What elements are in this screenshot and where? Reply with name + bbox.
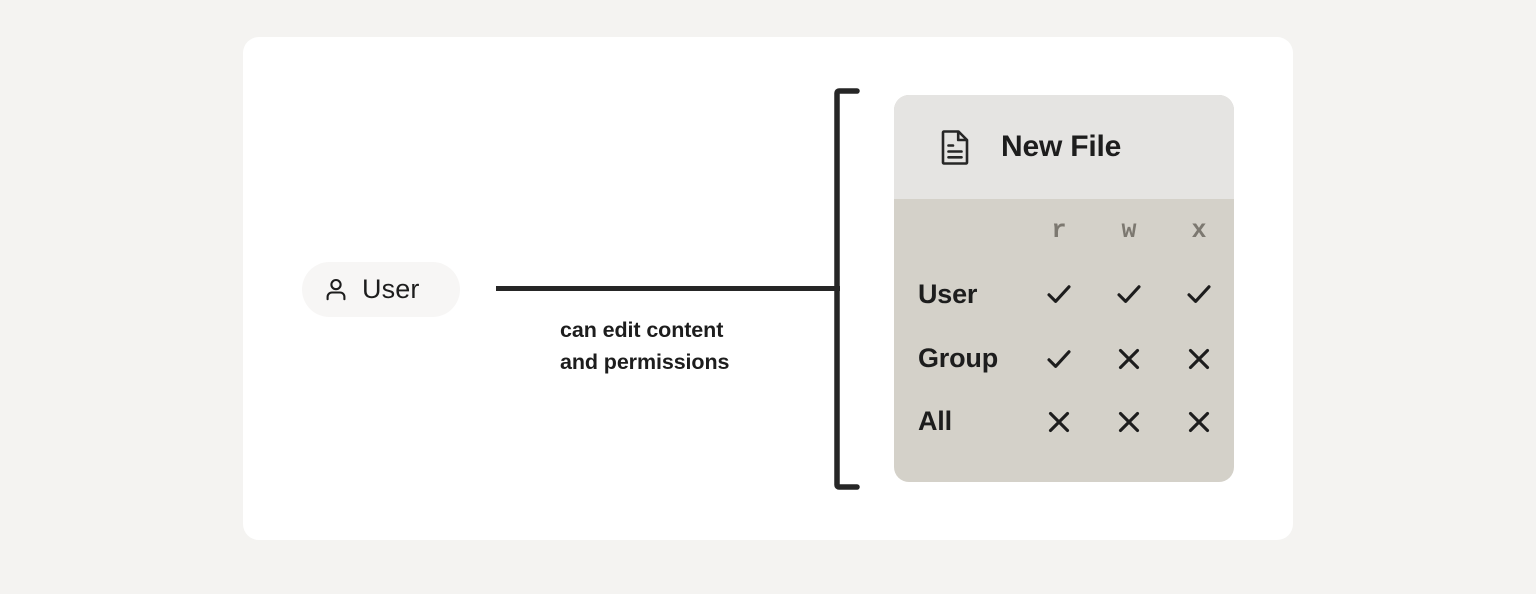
file-card-header: New File (894, 95, 1234, 199)
bracket-connector (830, 88, 862, 490)
permissions-row: Group (894, 327, 1234, 390)
edge-label: can edit content and permissions (560, 315, 880, 379)
edge-label-line-2: and permissions (560, 349, 730, 374)
cross-icon-execute[interactable] (1164, 327, 1234, 390)
person-icon (323, 277, 349, 303)
document-icon (936, 128, 974, 166)
cross-icon-read[interactable] (1024, 390, 1094, 453)
cross-icon-write[interactable] (1094, 327, 1164, 390)
column-header-execute: x (1191, 215, 1207, 245)
node-user[interactable]: User (302, 262, 460, 317)
node-user-label: User (362, 274, 420, 304)
check-icon-execute[interactable] (1164, 261, 1234, 327)
permissions-row-label: All (918, 406, 952, 436)
permissions-row: User (894, 261, 1234, 327)
permissions-row-label: User (918, 278, 978, 309)
permissions-corner-cell (894, 199, 1024, 261)
column-header-read: r (1051, 215, 1067, 245)
connector-line (496, 286, 840, 291)
cross-icon-execute[interactable] (1164, 390, 1234, 453)
check-icon-read[interactable] (1024, 261, 1094, 327)
edge-label-line-1: can edit content (560, 318, 724, 342)
check-icon-read[interactable] (1024, 327, 1094, 390)
check-icon-write[interactable] (1094, 261, 1164, 327)
permissions-row: All (894, 390, 1234, 453)
column-header-write: w (1121, 215, 1137, 245)
cross-icon-write[interactable] (1094, 390, 1164, 453)
permissions-header-row: r w x (894, 199, 1234, 261)
permissions-table-head: r w x (894, 199, 1234, 261)
file-card-title: New File (1001, 130, 1122, 163)
permissions-row-label: Group (918, 343, 998, 373)
